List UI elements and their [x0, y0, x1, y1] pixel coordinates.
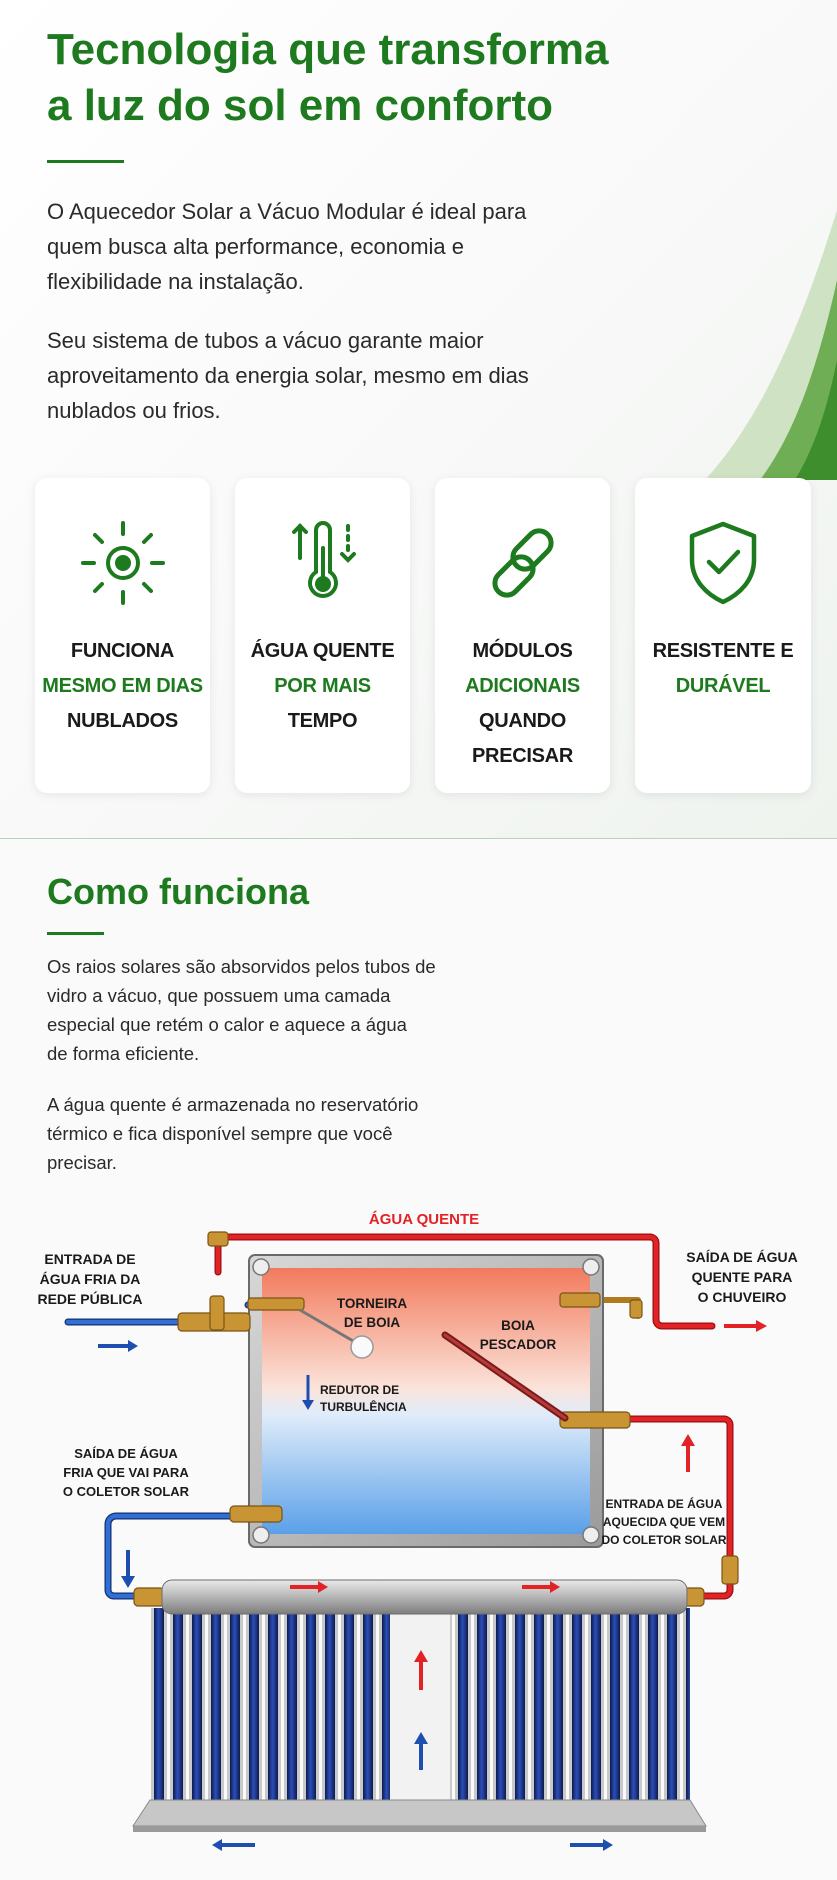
- label-line: SAÍDA DE ÁGUA: [686, 1249, 798, 1265]
- label-line: AQUECIDA QUE VEM: [603, 1515, 725, 1529]
- feature-line: MESMO EM DIAS: [42, 675, 203, 697]
- feature-line: POR MAIS: [274, 675, 371, 697]
- feature-text: RESISTENTE E DURÁVEL: [635, 634, 811, 704]
- label-line: ENTRADA DE: [44, 1251, 135, 1267]
- feature-text: ÁGUA QUENTE POR MAIS TEMPO: [235, 634, 410, 739]
- title-underline: [47, 160, 124, 163]
- label-line: DE BOIA: [344, 1315, 401, 1330]
- intro-p1-line: flexibilidade na instalação.: [47, 269, 304, 294]
- flow-arrows: [98, 1320, 767, 1851]
- label-line: QUENTE PARA: [692, 1269, 793, 1285]
- label-line: O COLETOR SOLAR: [63, 1484, 190, 1499]
- label-line: ÁGUA FRIA DA: [40, 1271, 141, 1287]
- feature-line: TEMPO: [287, 710, 358, 732]
- turbulence-label: REDUTOR DE TURBULÊNCIA: [320, 1383, 407, 1414]
- feature-line: RESISTENTE E: [652, 640, 794, 662]
- heated-from-collector-label: ENTRADA DE ÁGUA AQUECIDA QUE VEM DO COLE…: [601, 1496, 726, 1547]
- sun-icon: [80, 521, 165, 605]
- label-line: TORNEIRA: [337, 1296, 408, 1311]
- intro-p1-line: O Aquecedor Solar a Vácuo Modular é idea…: [47, 199, 527, 224]
- feature-card-hot-water: ÁGUA QUENTE POR MAIS TEMPO: [235, 478, 410, 793]
- feature-line: QUANDO: [478, 710, 567, 732]
- how-p2-line: A água quente é armazenada no reservatór…: [47, 1094, 419, 1115]
- feature-card-cloudy: FUNCIONA MESMO EM DIAS NUBLADOS: [35, 478, 210, 793]
- intro-p2-line: nublados ou frios.: [47, 398, 221, 423]
- label-line: SAÍDA DE ÁGUA: [74, 1446, 178, 1461]
- label-line: FRIA QUE VAI PARA: [63, 1465, 189, 1480]
- hot-water-label: ÁGUA QUENTE: [369, 1211, 479, 1228]
- feature-line: PRECISAR: [472, 745, 573, 767]
- feature-line: ADICIONAIS: [465, 675, 580, 697]
- inlet-label: ENTRADA DE ÁGUA FRIA DA REDE PÚBLICA: [37, 1251, 142, 1307]
- intro-section: Tecnologia que transforma a luz do sol e…: [0, 0, 837, 838]
- feature-line: FUNCIONA: [70, 640, 175, 662]
- fishing-float-label: BOIA PESCADOR: [480, 1318, 557, 1352]
- how-p2-line: precisar.: [47, 1152, 117, 1173]
- chain-link-icon: [491, 528, 554, 598]
- intro-title-line: a luz do sol em conforto: [47, 81, 554, 130]
- feature-card-modules: MÓDULOS ADICIONAIS QUANDO PRECISAR: [435, 478, 610, 793]
- how-p2-line: térmico e fica disponível sempre que voc…: [47, 1123, 393, 1144]
- label-line: REDE PÚBLICA: [37, 1290, 142, 1307]
- cold-to-collector-label: SAÍDA DE ÁGUA FRIA QUE VAI PARA O COLETO…: [63, 1446, 190, 1499]
- label-line: REDUTOR DE: [320, 1383, 399, 1397]
- float-valve: [299, 1308, 374, 1359]
- how-title: Como funciona: [47, 871, 309, 912]
- section-divider: [0, 838, 837, 839]
- feature-text: FUNCIONA MESMO EM DIAS NUBLADOS: [35, 634, 210, 739]
- fishing-float: [441, 1331, 569, 1422]
- intro-p2-line: aproveitamento da energia solar, mesmo e…: [47, 363, 529, 388]
- decorative-green-swoosh: [705, 210, 837, 480]
- feature-card-durable: RESISTENTE E DURÁVEL: [635, 478, 811, 793]
- feature-line: MÓDULOS: [472, 640, 573, 662]
- intro-paragraph-1: O Aquecedor Solar a Vácuo Modular é idea…: [47, 194, 526, 299]
- shield-check-icon: [689, 521, 757, 605]
- intro-p1-line: quem busca alta performance, economia e: [47, 234, 465, 259]
- label-line: DO COLETOR SOLAR: [601, 1533, 726, 1547]
- feature-line: NUBLADOS: [67, 710, 178, 732]
- how-p1-line: vidro a vácuo, que possuem uma camada: [47, 985, 391, 1006]
- intro-title: Tecnologia que transforma a luz do sol e…: [47, 22, 667, 134]
- intro-title-line: Tecnologia que transforma: [47, 25, 609, 74]
- brass-fittings: [133, 1231, 739, 1607]
- intro-paragraph-2: Seu sistema de tubos a vácuo garante mai…: [47, 323, 529, 428]
- solar-collector: [132, 1579, 707, 1832]
- how-p1-line: Os raios solares são absorvidos pelos tu…: [47, 956, 436, 977]
- how-p1-line: de forma eficiente.: [47, 1043, 200, 1064]
- label-line: TURBULÊNCIA: [320, 1399, 407, 1414]
- solar-heater-diagram: ÁGUA QUENTE ENTRADA DE ÁGUA FRIA DA REDE…: [37, 1211, 798, 1851]
- outlet-label: SAÍDA DE ÁGUA QUENTE PARA O CHUVEIRO: [686, 1249, 798, 1305]
- label-line: O CHUVEIRO: [698, 1289, 787, 1305]
- intro-p2-line: Seu sistema de tubos a vácuo garante mai…: [47, 328, 484, 353]
- how-p1-line: especial que retém o calor e aquece a ág…: [47, 1014, 407, 1035]
- how-title-underline: [47, 932, 104, 935]
- label-line: PESCADOR: [480, 1337, 557, 1352]
- how-paragraph-1: Os raios solares são absorvidos pelos tu…: [47, 952, 436, 1068]
- feature-line: ÁGUA QUENTE: [250, 640, 395, 662]
- feature-line: DURÁVEL: [675, 675, 771, 697]
- label-line: BOIA: [501, 1318, 535, 1333]
- label-line: ENTRADA DE ÁGUA: [606, 1496, 723, 1511]
- float-valve-label: TORNEIRA DE BOIA: [337, 1296, 408, 1330]
- how-paragraph-2: A água quente é armazenada no reservatór…: [47, 1090, 418, 1177]
- thermal-reservoir: [248, 1254, 604, 1548]
- feature-text: MÓDULOS ADICIONAIS QUANDO PRECISAR: [435, 634, 610, 774]
- thermometer-icon: [291, 521, 356, 598]
